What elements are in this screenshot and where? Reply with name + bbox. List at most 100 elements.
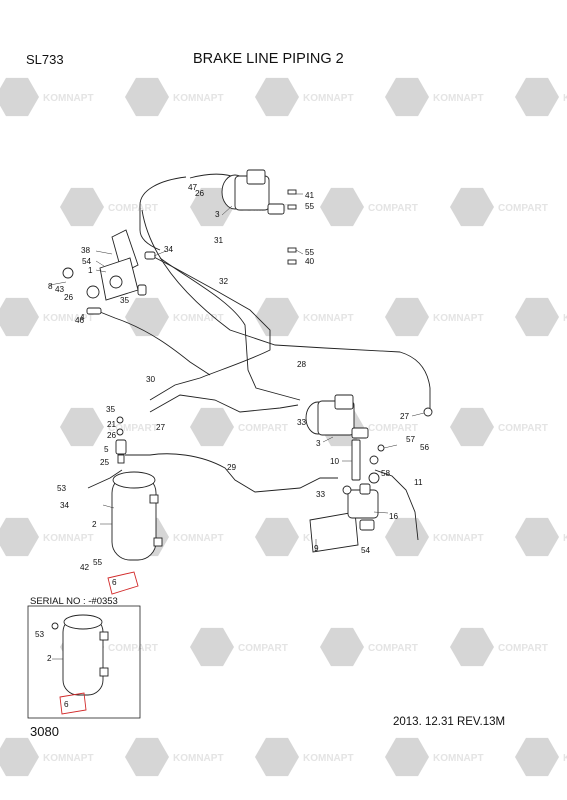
watermark-logo	[190, 407, 234, 447]
callout-28: 28	[297, 360, 307, 369]
watermark-text: COMPART	[368, 423, 418, 434]
watermark-logo	[450, 187, 494, 227]
brake-pedal-assembly	[62, 229, 156, 315]
valve-assembly	[309, 407, 433, 553]
callout-35: 35	[120, 296, 130, 305]
callout-55: 55	[93, 558, 103, 567]
watermark-text: KOMNAPT	[303, 753, 354, 764]
watermark-logo	[385, 77, 429, 117]
callout-26: 26	[107, 431, 117, 440]
watermark-logo	[125, 737, 169, 777]
watermark-text: COMPART	[368, 203, 418, 214]
callout-30: 30	[146, 375, 156, 384]
watermark-logo	[385, 297, 429, 337]
watermark-text: KOMNAPT	[43, 93, 94, 104]
watermark-logo	[255, 517, 299, 557]
callout-34: 34	[164, 245, 174, 254]
watermark-text: KOMNAPT	[173, 533, 224, 544]
watermark-logo	[515, 297, 559, 337]
callout-6: 6	[112, 578, 117, 587]
watermark-logo	[0, 737, 39, 777]
watermark-text: KOMNAPT	[563, 93, 567, 104]
watermark-text: KOMNAPT	[433, 753, 484, 764]
watermark-text: COMPART	[498, 423, 548, 434]
watermark-logo	[515, 737, 559, 777]
watermark-text: KOMNAPT	[43, 533, 94, 544]
revision-date: 2013. 12.31 REV.13M	[393, 716, 506, 728]
watermark-logo	[0, 517, 39, 557]
watermark-logo	[255, 77, 299, 117]
callout-54: 54	[361, 546, 371, 555]
callout-26: 26	[195, 189, 205, 198]
upper-booster	[221, 169, 297, 265]
watermark-text: KOMNAPT	[43, 753, 94, 764]
watermark-text: KOMNAPT	[173, 313, 224, 324]
watermark-logo	[515, 517, 559, 557]
page-title: BRAKE LINE PIPING 2	[193, 51, 344, 67]
callout-55: 55	[305, 202, 315, 211]
callout-40: 40	[305, 257, 315, 266]
watermark-text: COMPART	[238, 423, 288, 434]
callout-3: 3	[215, 210, 220, 219]
callout-38: 38	[81, 246, 91, 255]
watermark-logo	[255, 297, 299, 337]
watermark-text: COMPART	[108, 423, 158, 434]
callout-29: 29	[227, 463, 237, 472]
callout-53: 53	[35, 630, 45, 639]
callout-27: 27	[400, 412, 410, 421]
watermark-text: COMPART	[108, 203, 158, 214]
watermark-text: KOMNAPT	[173, 753, 224, 764]
page-number: 3080	[30, 724, 59, 739]
callout-32: 32	[219, 277, 229, 286]
watermark-text: KOMNAPT	[563, 753, 567, 764]
watermark-text: COMPART	[368, 643, 418, 654]
highlight-part-6	[59, 571, 139, 715]
callout-27: 27	[156, 423, 166, 432]
watermark-logo	[320, 187, 364, 227]
watermark-logo	[450, 407, 494, 447]
callout-9: 9	[314, 544, 319, 553]
callout-53: 53	[57, 484, 67, 493]
callout-33: 33	[297, 418, 307, 427]
callout-31: 31	[214, 236, 224, 245]
callout-57: 57	[406, 435, 416, 444]
callout-21: 21	[107, 420, 117, 429]
callout-35: 35	[106, 405, 116, 414]
watermark-text: KOMNAPT	[433, 533, 484, 544]
inset-variant	[27, 605, 141, 719]
watermark-logo	[60, 407, 104, 447]
watermark-text: KOMNAPT	[563, 533, 567, 544]
watermark-logo	[0, 297, 39, 337]
callout-42: 42	[80, 563, 90, 572]
callout-26: 26	[64, 293, 74, 302]
pipe-network	[87, 173, 431, 541]
callout-1: 1	[88, 266, 93, 275]
watermark-logo	[60, 187, 104, 227]
watermark-text: KOMNAPT	[303, 93, 354, 104]
callout-46: 46	[75, 316, 85, 325]
callout-58: 58	[381, 469, 391, 478]
watermark-text: KOMNAPT	[563, 313, 567, 324]
watermark-logo	[515, 77, 559, 117]
watermark-text: KOMNAPT	[303, 313, 354, 324]
watermark-logo	[190, 627, 234, 667]
watermark-text: COMPART	[108, 643, 158, 654]
callout-43: 43	[55, 285, 65, 294]
watermark-text: KOMNAPT	[433, 93, 484, 104]
leader-lines	[49, 193, 425, 660]
callout-34: 34	[60, 501, 70, 510]
watermark-logo	[125, 77, 169, 117]
serial-note: SERIAL NO : -#0353	[30, 596, 118, 607]
watermark-logo	[320, 627, 364, 667]
callout-3: 3	[316, 439, 321, 448]
watermark-text: KOMNAPT	[433, 313, 484, 324]
callout-16: 16	[389, 512, 399, 521]
model-code: SL733	[26, 52, 64, 67]
watermark-logo	[450, 627, 494, 667]
callout-10: 10	[330, 457, 340, 466]
callout-6: 6	[64, 700, 69, 709]
watermark-logo	[385, 517, 429, 557]
watermark-text: COMPART	[498, 643, 548, 654]
callout-55: 55	[305, 248, 315, 257]
lower-booster	[305, 394, 385, 481]
